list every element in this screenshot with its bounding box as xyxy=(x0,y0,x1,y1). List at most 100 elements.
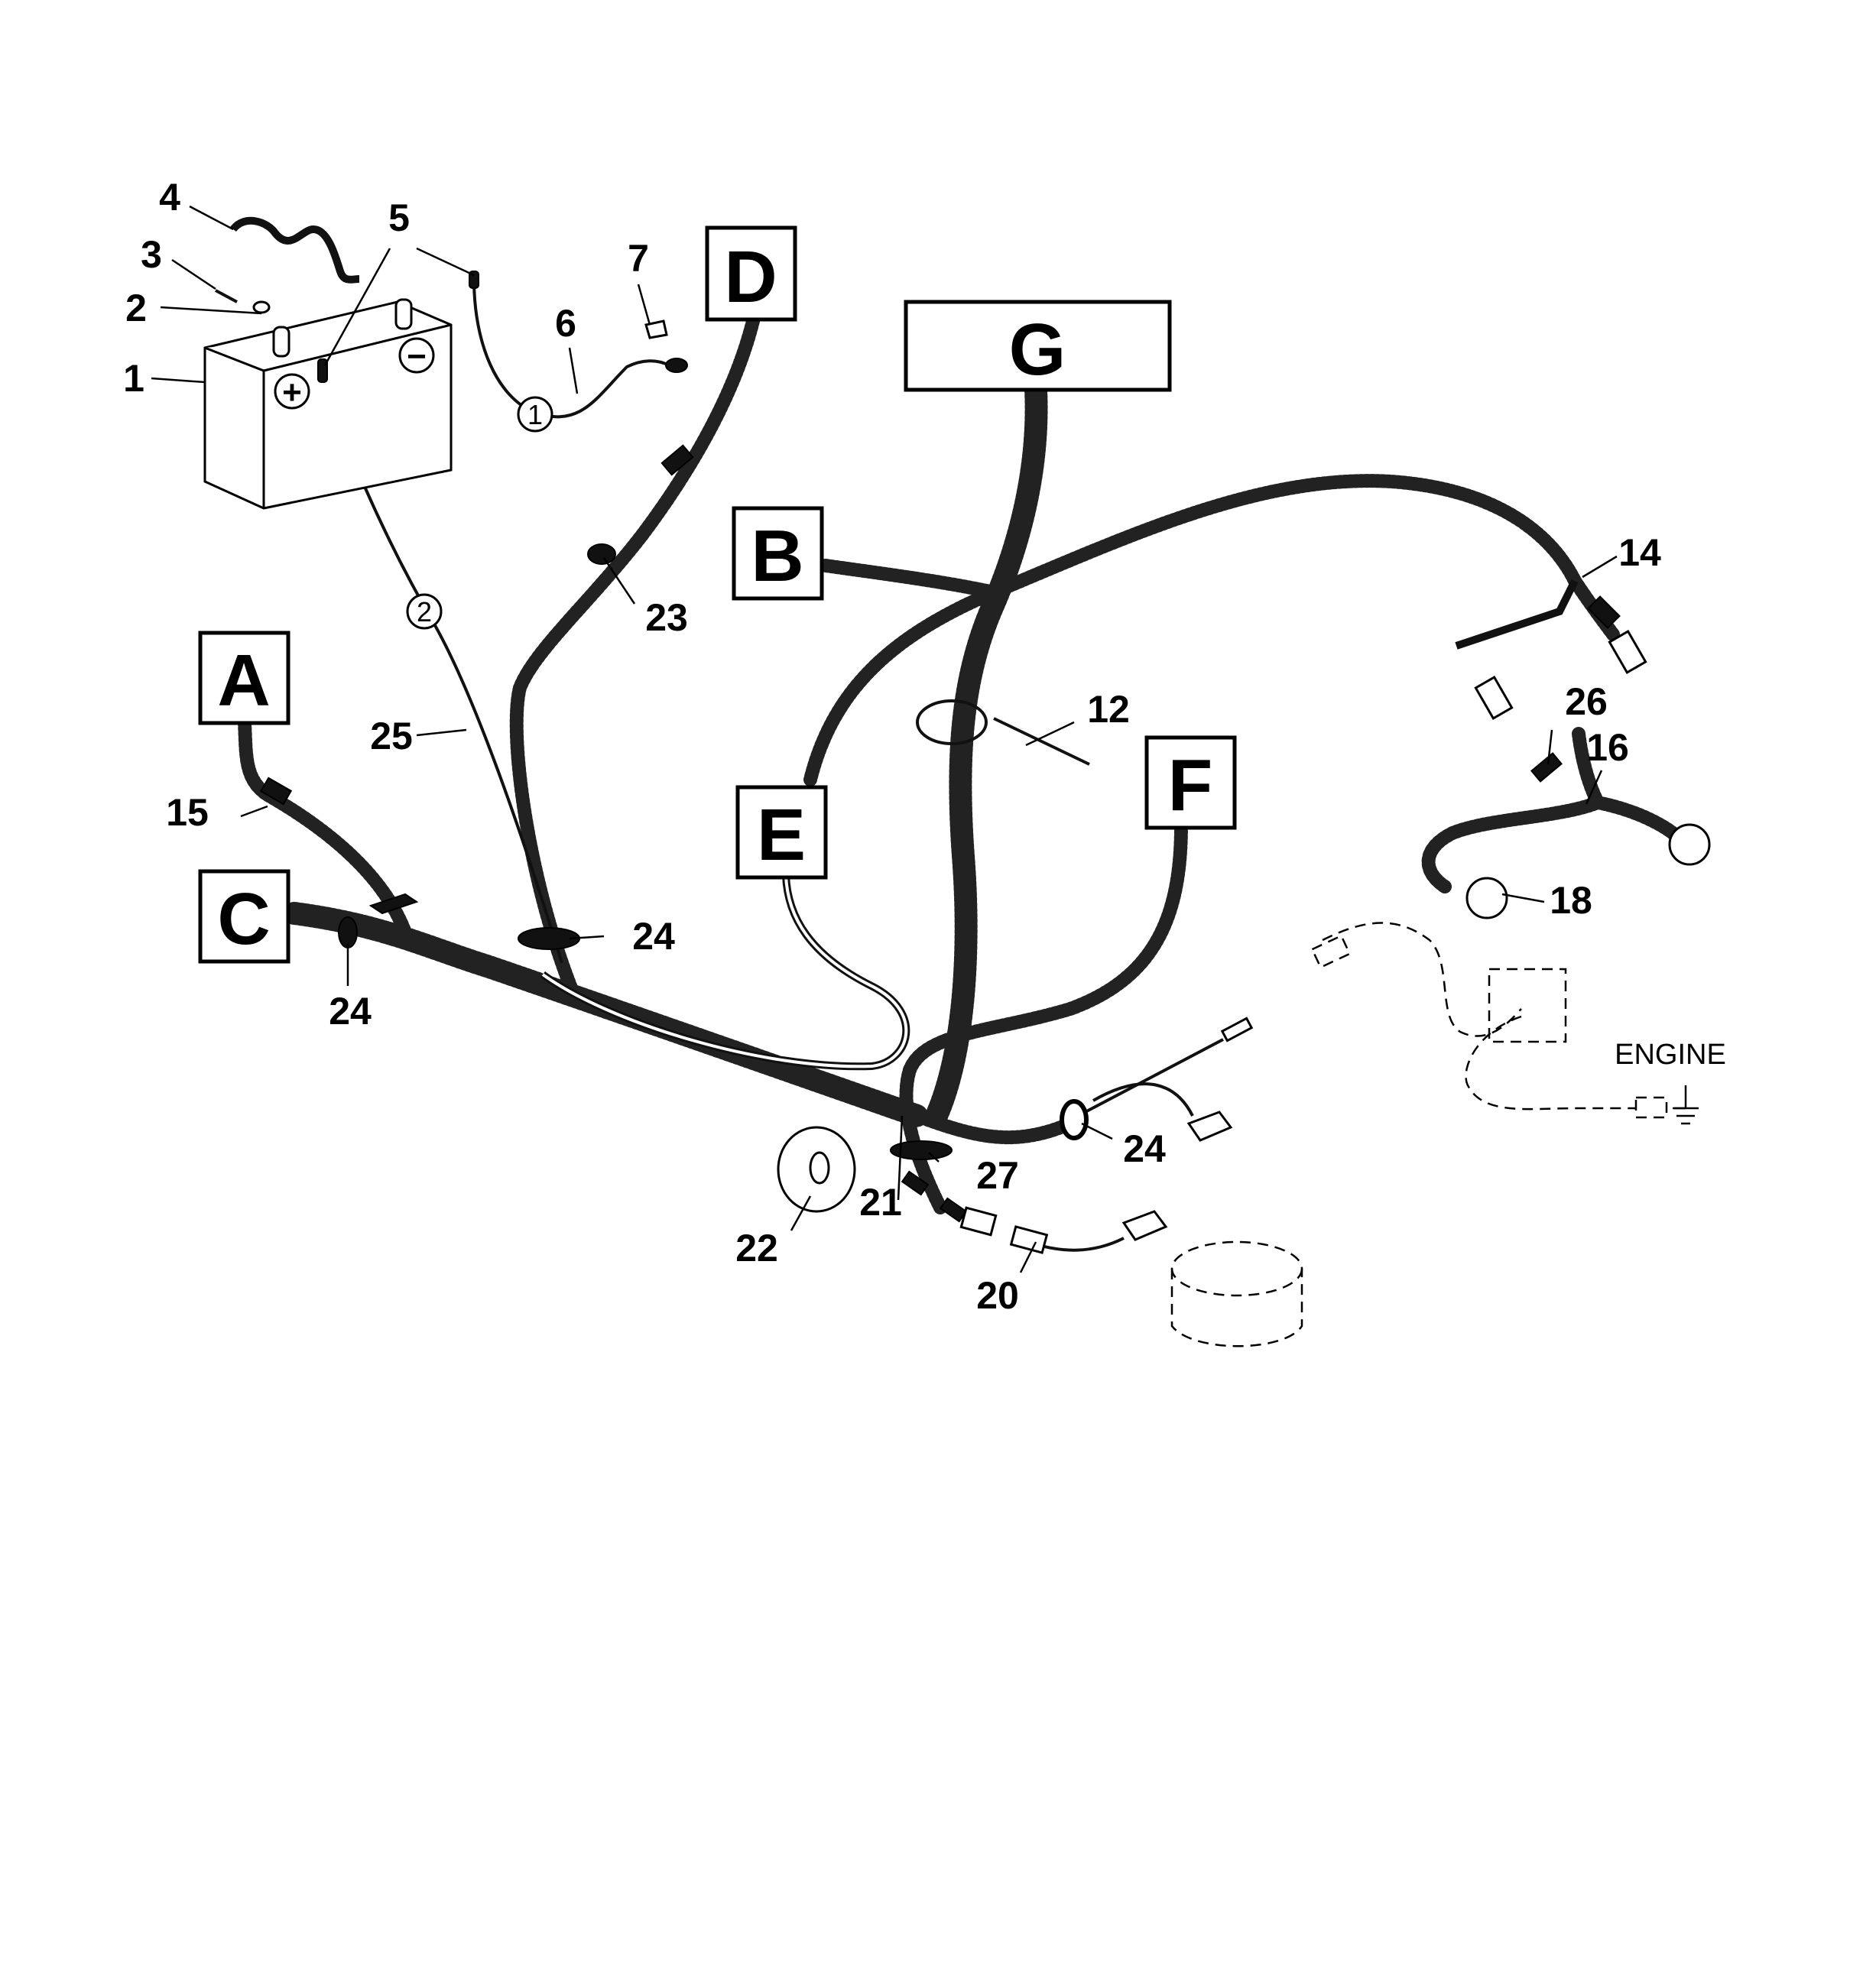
callout-26: 26 xyxy=(1565,680,1608,723)
circle-marker-2: 2 xyxy=(406,593,443,630)
callout-16: 16 xyxy=(1586,726,1629,769)
harness-f-run xyxy=(899,819,1188,1214)
section-box-f: F xyxy=(1144,735,1237,830)
svg-text:1: 1 xyxy=(527,399,543,430)
ground-plate xyxy=(1186,1111,1233,1142)
callout-2: 2 xyxy=(125,287,147,329)
terminal-5a xyxy=(469,271,479,289)
callout-24-left: 24 xyxy=(329,990,372,1033)
clip-14 xyxy=(1587,595,1621,629)
svg-text:D: D xyxy=(724,236,777,318)
engine-dashed-box xyxy=(1488,968,1567,1043)
bracket-14 xyxy=(1455,579,1579,650)
engine-dashed-ground-connector xyxy=(1634,1096,1668,1119)
grommet-24-right xyxy=(1060,1099,1089,1140)
grommet-23 xyxy=(587,543,616,565)
harness-bundles xyxy=(238,314,1689,1214)
svg-text:G: G xyxy=(1009,309,1066,391)
svg-text:2: 2 xyxy=(417,596,432,627)
harness-16-run xyxy=(1421,727,1608,893)
engine-label: ENGINE xyxy=(1615,1039,1726,1071)
clip-15 xyxy=(259,777,293,806)
ground-wire xyxy=(1077,1038,1224,1117)
ring-terminal-6 xyxy=(665,358,688,373)
ground-symbol-icon xyxy=(1673,1085,1699,1125)
disc-22 xyxy=(777,1126,856,1213)
callout-14: 14 xyxy=(1618,531,1661,574)
nut-2 xyxy=(252,300,271,314)
harness-e-run xyxy=(803,585,1001,786)
svg-text:B: B xyxy=(751,515,803,597)
grommet-27 xyxy=(890,1140,953,1160)
harness-a-run xyxy=(238,715,412,939)
harness-main-trunk xyxy=(283,902,929,1127)
battery-plus-sign: + xyxy=(282,374,302,411)
connector-14 xyxy=(1608,630,1647,674)
svg-text:F: F xyxy=(1168,744,1213,826)
callout-20: 20 xyxy=(976,1274,1019,1317)
tie-strap-12 xyxy=(993,717,1090,766)
lamp-18 xyxy=(1465,877,1508,919)
callout-12: 12 xyxy=(1087,688,1130,731)
section-box-g: G xyxy=(904,300,1172,392)
battery: + − xyxy=(203,298,453,510)
clip-26 xyxy=(1530,752,1563,783)
callout-7: 7 xyxy=(628,237,649,280)
strap-4 xyxy=(230,216,360,284)
engine-dashed-connector xyxy=(1310,934,1352,969)
tie-loop-12 xyxy=(916,699,988,745)
callout-5: 5 xyxy=(388,196,410,239)
callout-numbers: 1 2 3 4 5 6 7 12 14 15 16 18 20 21 22 23… xyxy=(123,176,1661,1317)
ground-lead xyxy=(1092,1082,1194,1117)
clip-lower-2 xyxy=(939,1197,968,1223)
harness-g-run xyxy=(925,378,1048,1127)
section-box-d: D xyxy=(705,225,797,322)
hardware-parts xyxy=(215,216,688,383)
cable-6 xyxy=(472,278,670,419)
clip-lower xyxy=(901,1170,930,1196)
sensor-plate-20 xyxy=(1121,1210,1168,1241)
callout-23: 23 xyxy=(645,596,688,639)
clip-a-run xyxy=(368,893,419,915)
leader-lines xyxy=(151,205,1618,1273)
battery-minus-sign: − xyxy=(407,338,427,375)
callout-27: 27 xyxy=(976,1154,1019,1197)
callout-22: 22 xyxy=(735,1227,778,1269)
section-box-a: A xyxy=(198,631,290,725)
lamp-16 xyxy=(1668,823,1711,866)
callout-1: 1 xyxy=(123,357,144,400)
harness-loop-14 xyxy=(987,474,1582,599)
connector-26 xyxy=(1474,676,1514,720)
clips xyxy=(259,444,1621,1223)
harness-d-run xyxy=(509,314,760,1000)
harness-b-run xyxy=(819,559,1001,599)
dashed-cylinder xyxy=(1170,1240,1303,1347)
callout-21: 21 xyxy=(859,1181,902,1224)
section-box-e: E xyxy=(735,785,828,880)
callout-25: 25 xyxy=(370,715,413,757)
callout-18: 18 xyxy=(1550,879,1592,922)
ground-sleeve xyxy=(1220,1017,1254,1043)
svg-text:E: E xyxy=(757,794,806,876)
engine-dashed-wire xyxy=(1322,922,1636,1111)
section-box-b: B xyxy=(732,506,824,601)
cap-7 xyxy=(644,319,668,339)
connectors xyxy=(959,630,1711,1254)
callout-4: 4 xyxy=(159,176,180,219)
callout-24-center: 24 xyxy=(632,915,675,958)
svg-text:C: C xyxy=(217,878,270,960)
connector-20 xyxy=(1009,1225,1049,1254)
section-box-c: C xyxy=(198,869,290,964)
callout-15: 15 xyxy=(166,791,209,834)
callout-24-right: 24 xyxy=(1123,1127,1166,1170)
grommet-24-left xyxy=(338,916,358,948)
harness-16-branch xyxy=(1591,796,1689,848)
circle-marker-1: 1 xyxy=(517,396,553,433)
callout-3: 3 xyxy=(141,233,162,276)
callout-6: 6 xyxy=(555,302,576,345)
engine-outline xyxy=(1170,922,1699,1347)
bolt-3 xyxy=(215,289,238,303)
connector-lower xyxy=(959,1206,998,1237)
svg-text:A: A xyxy=(217,640,270,721)
